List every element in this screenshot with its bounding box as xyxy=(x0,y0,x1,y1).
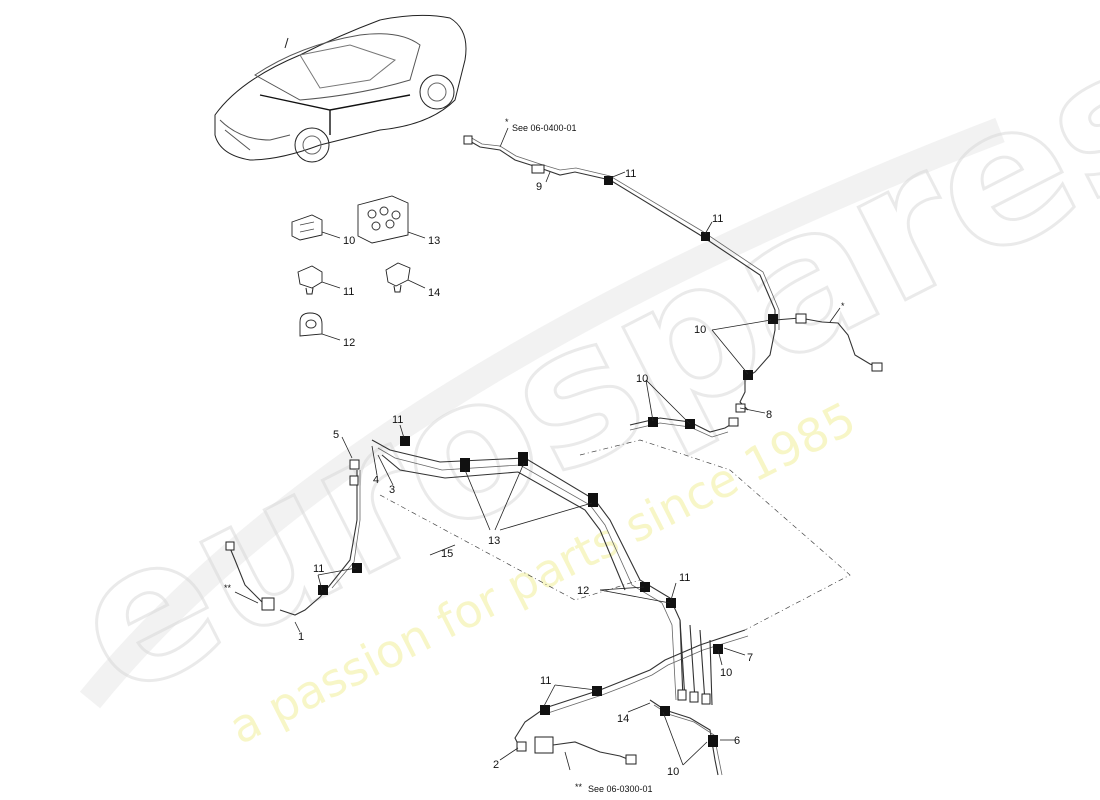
legend-label-13: 13 xyxy=(428,235,440,247)
legend-part-12: 12 xyxy=(299,312,355,349)
legend-label-11: 11 xyxy=(343,286,354,298)
legend-part-11: 11 xyxy=(297,265,354,298)
watermark: eurospares a passion for parts since 198… xyxy=(39,0,1100,755)
callout-11-e: 11 xyxy=(679,572,690,584)
callout-15: 15 xyxy=(441,548,453,560)
callout-12: 12 xyxy=(577,585,589,597)
legend-part-10: 10 xyxy=(291,214,355,247)
callout-11-f: 11 xyxy=(540,675,551,687)
callout-3: 3 xyxy=(389,484,395,496)
watermark-brand: eurospares xyxy=(40,0,1100,740)
legend-part-14: 14 xyxy=(385,262,440,299)
main-brake-line xyxy=(225,436,686,701)
callout-1: 1 xyxy=(298,631,304,643)
callout-9: 9 xyxy=(536,181,542,193)
callout-4: 4 xyxy=(373,474,379,486)
callout-11-a: 11 xyxy=(625,168,636,180)
callout-10-b: 10 xyxy=(636,373,648,385)
rear-brake-line xyxy=(463,135,883,413)
reference-lines xyxy=(379,439,851,631)
callout-14: 14 xyxy=(617,713,629,725)
legend-label-10: 10 xyxy=(343,235,355,247)
reference-top: * See 06-0400-01 xyxy=(499,117,577,148)
callout-10-a: 10 xyxy=(694,324,706,336)
reference-top-marker: * xyxy=(505,117,509,127)
callout-11-c: 11 xyxy=(392,414,403,426)
callout-7: 7 xyxy=(747,652,753,664)
callout-6: 6 xyxy=(734,735,740,747)
callouts: 9 11 11 10 10 8 11 5 4 3 13 15 11 1 12 1… xyxy=(298,168,772,778)
reference-bottom-text: See 06-0300-01 xyxy=(588,784,653,794)
callout-11-b: 11 xyxy=(712,213,723,225)
reference-top-text: See 06-0400-01 xyxy=(512,123,577,133)
callout-8: 8 xyxy=(766,409,772,421)
callout-2: 2 xyxy=(493,759,499,771)
callout-11-d: 11 xyxy=(313,563,324,575)
legend-part-13: 13 xyxy=(357,195,440,247)
lower-brake-lines xyxy=(514,582,749,776)
marker-left: ** xyxy=(224,583,232,593)
reference-markers: * ** ** See 06-0300-01 xyxy=(224,301,845,794)
reference-bottom-marker: ** xyxy=(575,782,583,792)
callout-5: 5 xyxy=(333,429,339,441)
car-illustration xyxy=(214,14,467,163)
legend-label-12: 12 xyxy=(343,337,355,349)
leader-lines xyxy=(234,171,841,771)
marker-right: * xyxy=(841,301,845,311)
callout-10-d: 10 xyxy=(667,766,679,778)
callout-13: 13 xyxy=(488,535,500,547)
legend-label-14: 14 xyxy=(428,287,440,299)
callout-10-c: 10 xyxy=(720,667,732,679)
